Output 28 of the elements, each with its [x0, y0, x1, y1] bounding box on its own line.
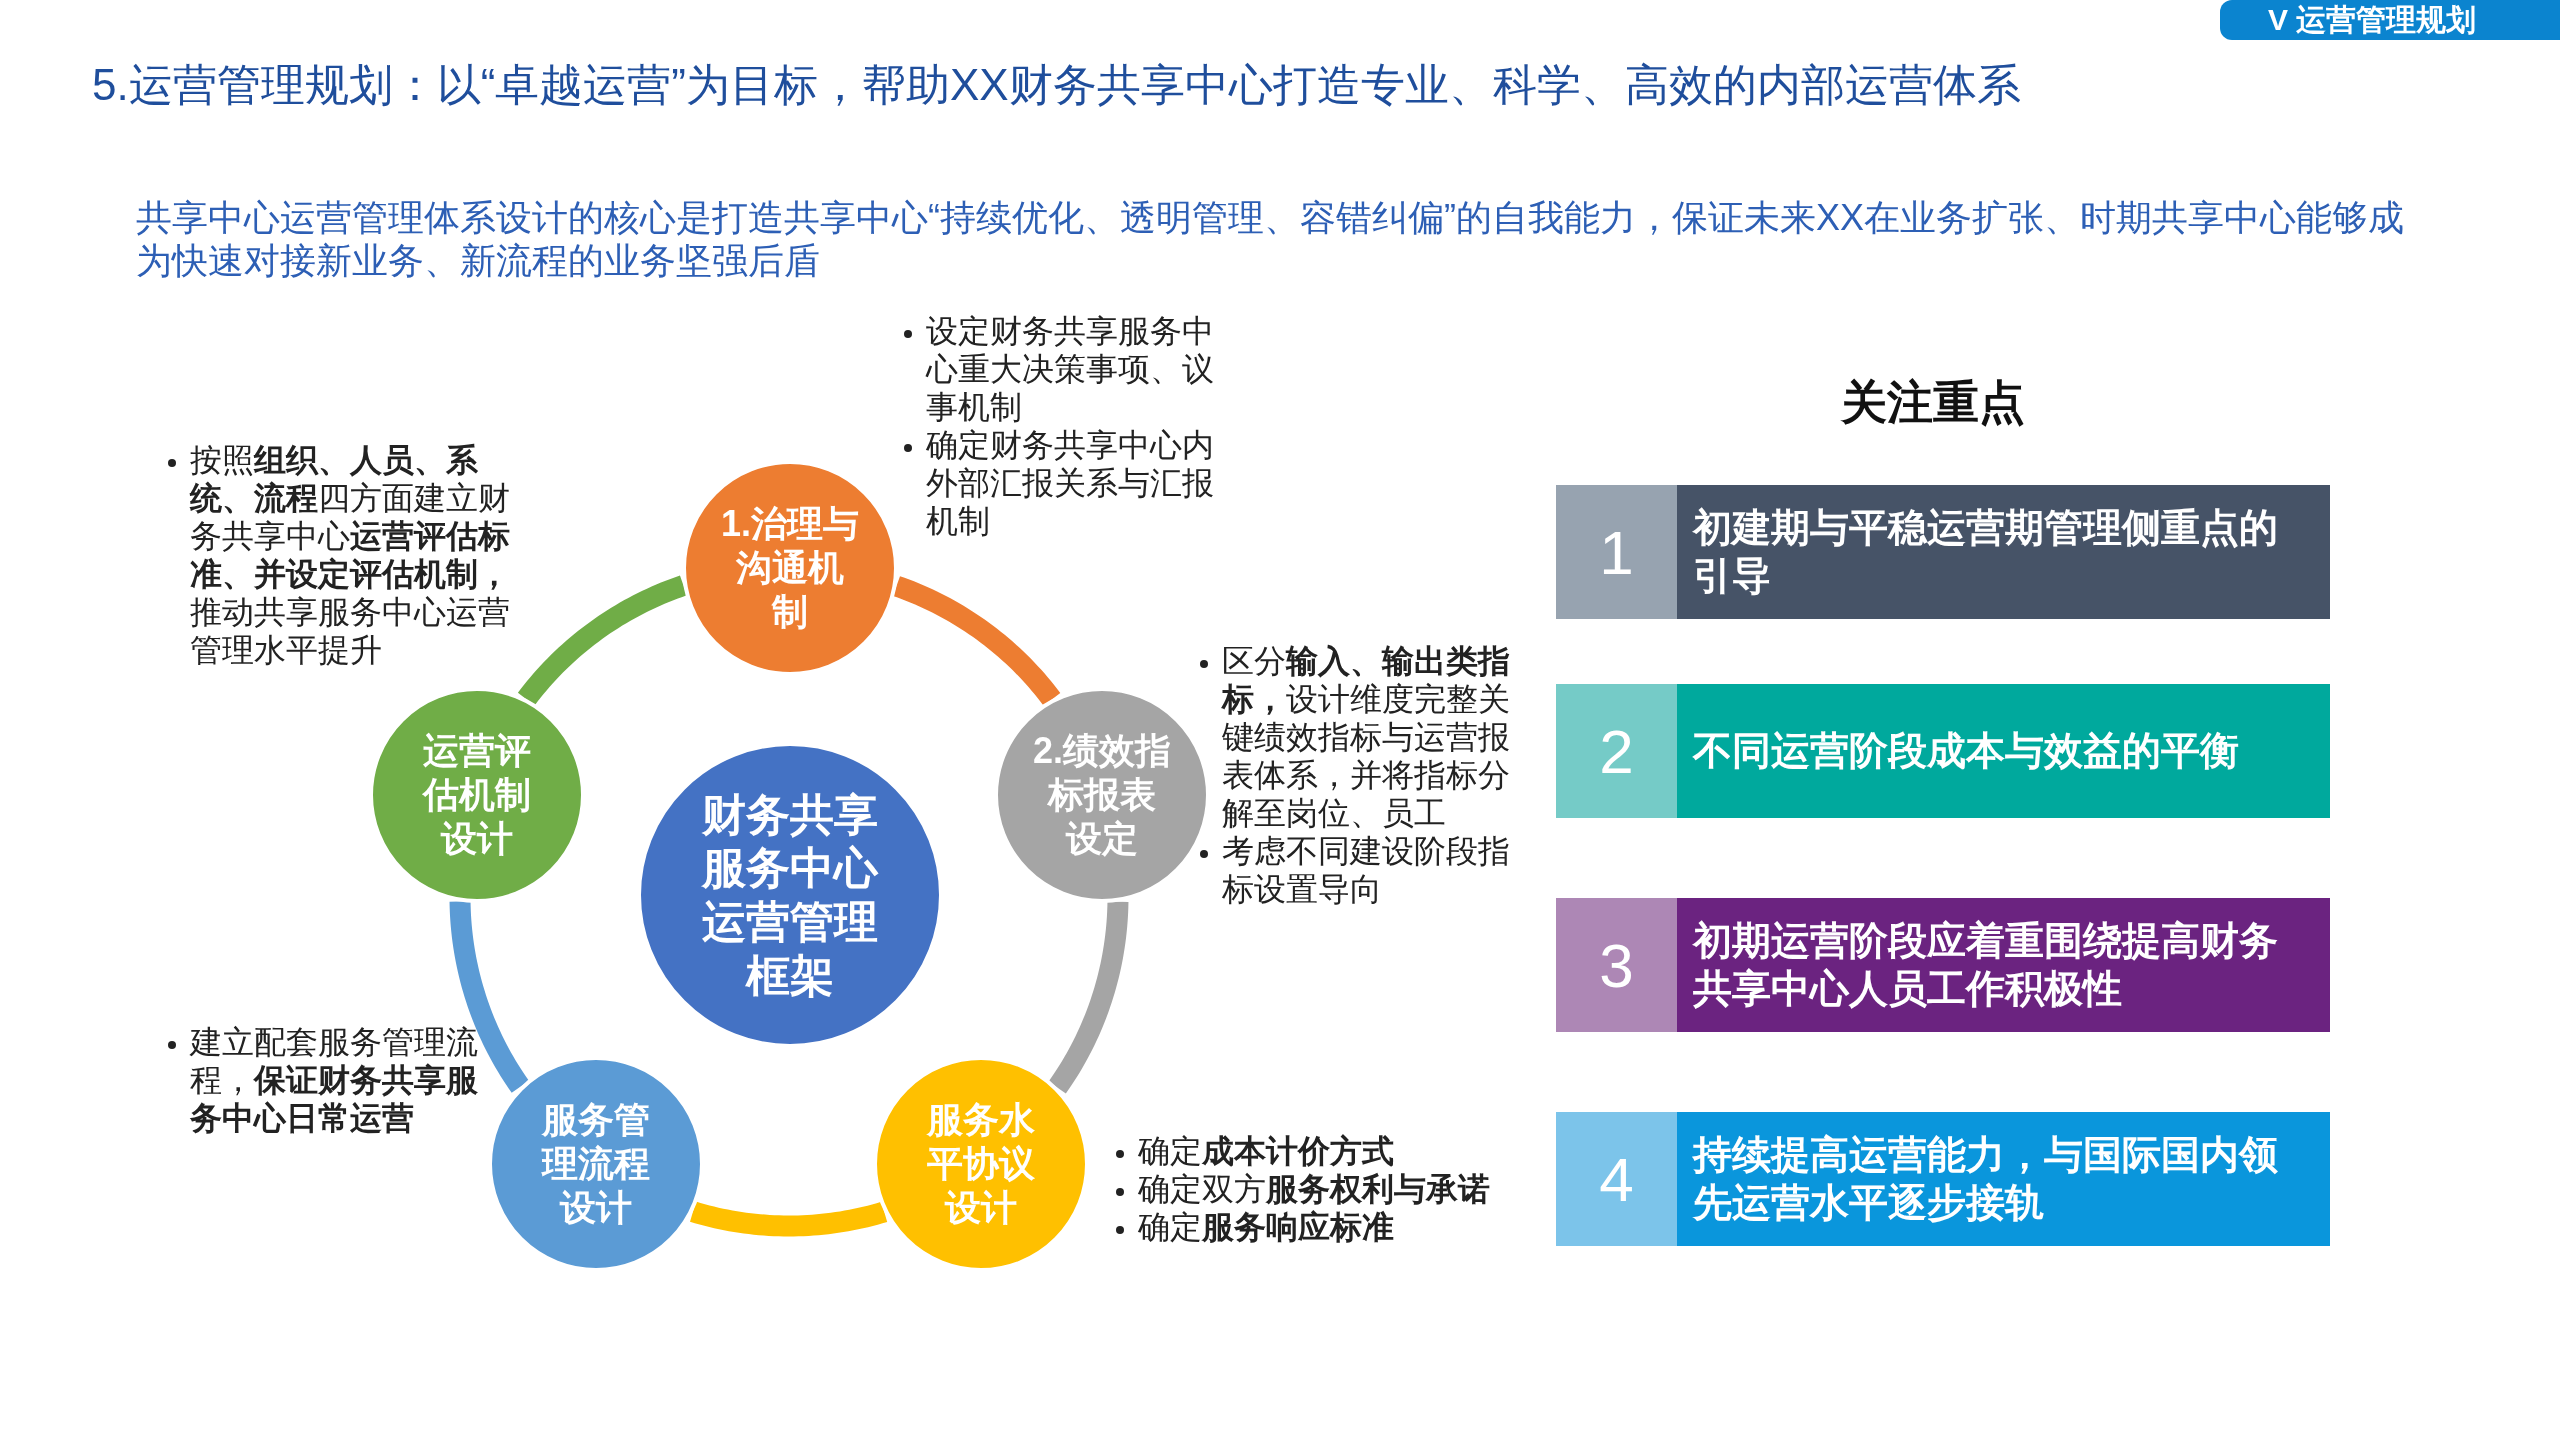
priority-bar [1556, 898, 2330, 1032]
bullet-text: 确定财务共享中心内外部汇报关系与汇报机制 [900, 426, 1230, 541]
bullet-text: 设定财务共享服务中心重大决策事项、议事机制 [900, 312, 1230, 427]
number-badge: 3 [1556, 898, 1677, 1032]
priority-text: 持续提高运营能力，与国际国内领先运营水平逐步接轨 [1691, 1132, 2279, 1226]
circle-label: 2.绩效指标报表设定 [1031, 729, 1172, 861]
bullet-text: 区分输入、输出类指标，设计维度完整关键绩效指标与运营报表体系，并将指标分解至岗位、员工 [1196, 642, 1526, 833]
priority-text: 初期运营阶段应着重围绕提高财务共享中心人员工作积极性 [1691, 918, 2279, 1012]
bullet-text: 建立配套服务管理流程，保证财务共享服务中心日常运营 [164, 1023, 486, 1138]
section-tab: V 运营管理规划 [2220, 0, 2560, 40]
number-badge: 1 [1556, 485, 1677, 619]
priority-text: 初建期与平稳运营期管理侧重点的引导 [1691, 505, 2279, 599]
slide-title: 5.运营管理规划：以“卓越运营”为目标，帮助XX财务共享中心打造专业、科学、高效的内部运营体系 [92, 59, 2021, 111]
panel-heading: 关注重点 [1839, 375, 2026, 430]
circle-label: 服务水平协议设计 [925, 1098, 1036, 1230]
bullet-text: 考虑不同建设阶段指标设置导向 [1196, 832, 1526, 909]
circle-label: 财务共享服务中心运营管理框架 [700, 788, 880, 1002]
intro-paragraph: 共享中心运营管理体系设计的核心是打造共享中心“持续优化、透明管理、容错纠偏”的自我能力，保证未来XX在业务扩张、时期共享中心能够成为快速对接新业务、新流程的业务坚强后盾 [136, 196, 2405, 283]
bullet-text: 按照组织、人员、系统、流程四方面建立财务共享中心运营评估标准、并设定评估机制，推动共享服务中心运营管理水平提升 [164, 441, 526, 670]
number-badge: 4 [1556, 1112, 1677, 1246]
priority-bar [1556, 684, 2330, 818]
priority-bar [1556, 485, 2330, 619]
circle-label: 1.治理与沟通机制 [719, 502, 860, 634]
priority-bar [1556, 1112, 2330, 1246]
circle-label: 服务管理流程设计 [540, 1098, 651, 1230]
number-badge: 2 [1556, 684, 1677, 818]
priority-text: 不同运营阶段成本与效益的平衡 [1691, 728, 2240, 775]
circle-label: 运营评估机制设计 [421, 729, 532, 861]
